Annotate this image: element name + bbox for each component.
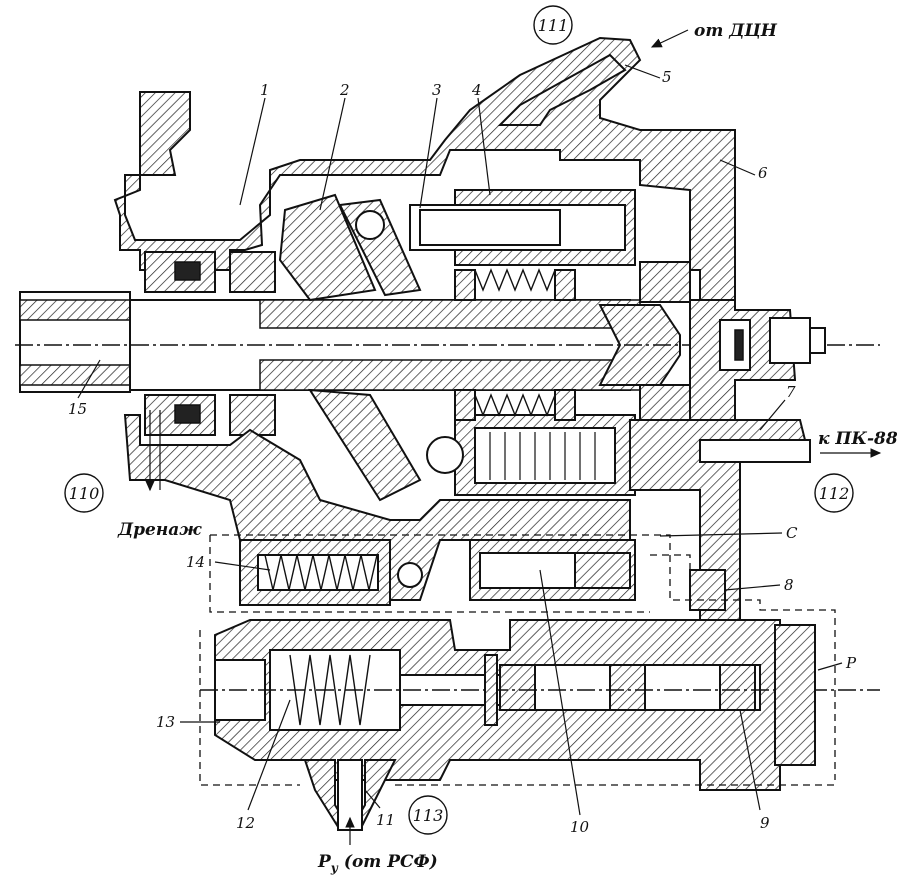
label-11: 11	[376, 811, 395, 829]
shaft-springs	[454, 268, 576, 421]
cylinder-block-upper	[355, 189, 636, 266]
end-bolt	[719, 319, 751, 371]
housing-lower	[123, 414, 631, 601]
circle-113: 113	[413, 806, 444, 825]
label-from-dcn: от ДЦН	[694, 21, 778, 41]
pilot-valve	[239, 539, 636, 606]
label-1: 1	[260, 81, 270, 99]
label-8: 8	[784, 576, 794, 594]
label-c: C	[786, 524, 798, 542]
circled-refs: 111 110 112 113	[64, 5, 854, 835]
label-2: 2	[339, 81, 350, 99]
main-shaft	[15, 291, 880, 393]
label-10: 10	[570, 818, 590, 836]
label-6: 6	[758, 164, 768, 182]
label-py-suffix: (от РСФ)	[338, 852, 438, 872]
leader-lines	[77, 64, 843, 816]
servo-block	[200, 619, 880, 832]
dashed-channels	[199, 534, 836, 786]
label-4: 4	[471, 81, 482, 99]
label-12: 12	[236, 814, 255, 832]
label-13: 13	[156, 713, 175, 731]
part-labels: 1 2 3 4 5 6 7 8 9 10 11 12 13 14 15 C P	[68, 68, 857, 836]
outlet-port	[629, 419, 811, 641]
label-14: 14	[186, 553, 205, 571]
label-9: 9	[760, 814, 770, 832]
label-py: Pу (от РСФ)	[317, 852, 438, 875]
label-3: 3	[432, 81, 442, 99]
piston-8	[689, 569, 726, 611]
circle-110: 110	[69, 484, 100, 503]
label-py-sub: у	[330, 861, 339, 875]
circle-112: 112	[819, 484, 850, 503]
label-py-prefix: P	[317, 852, 332, 872]
label-5: 5	[662, 68, 672, 86]
label-7: 7	[786, 383, 796, 401]
label-drain: Дренаж	[117, 520, 202, 540]
cylinder-block-lower	[426, 414, 636, 496]
flow-arrows	[145, 29, 882, 845]
left-seals	[144, 251, 276, 436]
label-15: 15	[68, 400, 87, 418]
flow-labels: от ДЦН к ПК-88 Дренаж Pу (от РСФ)	[117, 21, 898, 875]
label-p: P	[845, 654, 857, 672]
label-to-pk88: к ПК-88	[818, 429, 898, 449]
circle-111: 111	[538, 16, 569, 35]
